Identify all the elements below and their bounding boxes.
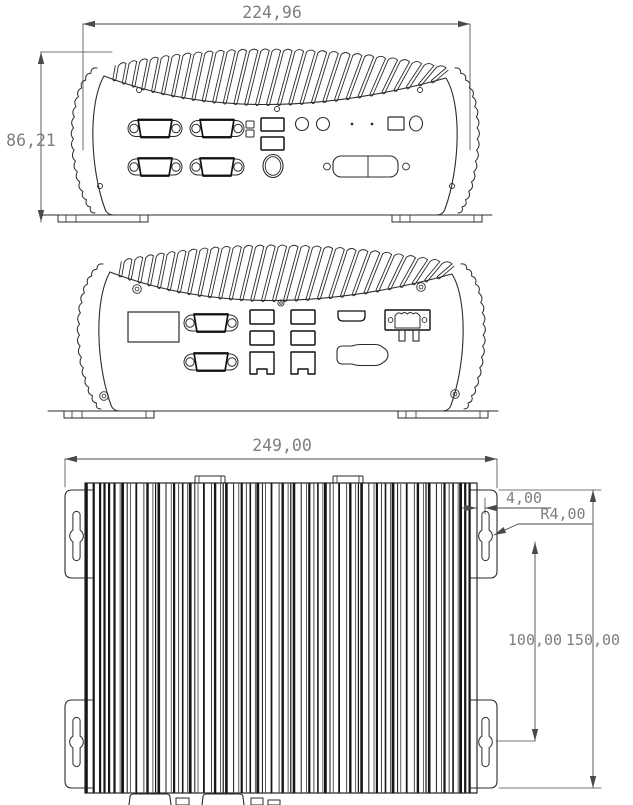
bottom-connector-edges [128, 793, 281, 805]
dim-label-front-height: 86,21 [6, 131, 56, 150]
top-view-body [64, 455, 602, 805]
top-tabs [194, 475, 364, 484]
dim-label-top-width: 249,00 [252, 436, 312, 455]
enclosure-rear [47, 263, 499, 412]
screw-holes [99, 282, 460, 401]
db9-serial-port [127, 157, 183, 177]
mounting-foot [57, 214, 149, 223]
dimension-slot-radius [493, 523, 593, 536]
hdmi-port [337, 310, 366, 322]
power-button [387, 116, 405, 131]
din-connector [262, 153, 284, 179]
vga-port [336, 343, 389, 367]
dim-label-depth: 150,00 [566, 631, 620, 649]
dimension-edge-offset [461, 497, 552, 515]
dim-label-front-width: 224,96 [242, 3, 302, 22]
db9-serial-port [189, 118, 245, 139]
db9-serial-port [183, 352, 239, 372]
db9-serial-port [127, 118, 183, 139]
mounting-foot [397, 410, 489, 419]
keyhole-slots [69, 510, 493, 768]
rear-view-body [47, 244, 499, 419]
led-indicators [350, 122, 374, 126]
expansion-cutout [127, 311, 180, 343]
ethernet-ports [249, 351, 316, 375]
dimension-front-height [37, 51, 113, 223]
dim-label-edge-offset: 4,00 [506, 489, 542, 507]
front-view: 224,96 86,21 [6, 3, 493, 223]
db9-serial-port [189, 157, 245, 177]
front-view-body [37, 20, 493, 223]
heatsink-fins [112, 48, 449, 107]
rear-view [47, 244, 499, 419]
usb-ports [249, 309, 316, 346]
dvi-connector [323, 155, 410, 178]
dimension-top-width [64, 455, 498, 489]
power-switch [245, 120, 255, 138]
dim-label-slot-radius: R4,00 [540, 505, 585, 523]
top-view: 249,00 4,00 R4,00 100,00 150,00 [64, 436, 620, 805]
mounting-foot [391, 214, 483, 223]
mounting-ears [64, 489, 498, 789]
mounting-foot [63, 410, 155, 419]
antenna-hole [408, 115, 424, 132]
dimension-depth [498, 489, 602, 789]
enclosure-front [41, 67, 493, 216]
dimension-mount-span [495, 541, 539, 742]
usb-ports [260, 117, 285, 151]
screw-holes [97, 87, 455, 189]
heatsink-fin-block [84, 482, 478, 794]
audio-jacks [294, 116, 331, 132]
heatsink-fins [118, 244, 455, 303]
db9-serial-port [183, 313, 239, 333]
dim-label-mount-span: 100,00 [508, 631, 562, 649]
power-terminal [384, 309, 431, 342]
